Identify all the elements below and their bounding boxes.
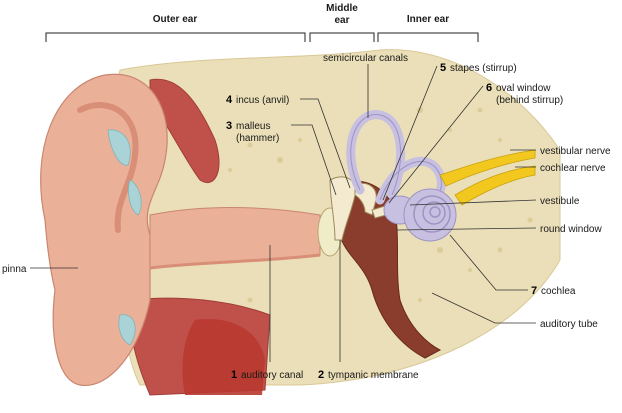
label-pinna: pinna [2,264,27,275]
leader-round-window [396,227,537,231]
canal-lining [149,253,321,270]
cochlear-nerve-shape [454,165,536,206]
temporal-muscle [149,78,220,183]
label-semicircular-canals: semicircular canals [323,53,408,64]
label-stapes-number: 5 [440,62,446,74]
pinna-inner-fold [77,102,139,233]
label-auditory-canal: auditory canal [241,370,303,381]
label-tympanic-membrane-number: 2 [318,369,324,381]
inner-ear-heading: Inner ear [407,14,449,25]
leader-stapes [382,65,438,201]
leader-cochlea [449,234,528,291]
outer-ear-heading: Outer ear [153,14,198,25]
label-oval-window-line1: oval window [496,83,551,94]
cochlea-shape [403,188,457,242]
label-cochlea-number: 7 [531,285,537,297]
label-malleus-number: 3 [226,120,232,132]
label-auditory-canal-number: 1 [231,369,237,381]
malleus-shape [329,176,356,241]
middle-ear-heading-line2: ear [334,15,349,26]
middle-ear-bracket [309,32,375,42]
label-malleus-line2: (hammer) [236,133,279,144]
parotid-tissue [182,319,265,395]
label-vestibular-nerve: vestibular nerve [540,146,611,157]
label-malleus-line1: malleus [236,121,270,132]
vestibular-nerve-shape [439,149,536,187]
label-cochlear-nerve: cochlear nerve [540,163,606,174]
label-cochlea: cochlea [541,286,576,297]
leader-malleus [291,124,337,196]
leader-auditory-tube [431,292,536,324]
label-tympanic-membrane: tympanic membrane [328,370,419,381]
label-auditory-tube: auditory tube [540,319,598,330]
label-oval-window-number: 6 [486,82,492,94]
middle-ear-heading-line1: Middle [326,3,358,14]
cartilage [107,129,142,346]
leader-vestibule [409,199,537,206]
label-vestibule: vestibule [540,196,580,207]
label-round-window: round window [540,224,602,235]
leader-incus [300,98,351,189]
label-incus: incus (anvil) [236,95,289,106]
outer-ear-bracket [45,32,306,42]
label-oval-window-line2: (behind stirrup) [496,95,563,106]
inner-ear-bracket [377,32,479,42]
leader-oval-window [388,85,484,204]
label-stapes: stapes (stirrup) [450,63,517,74]
label-incus-number: 4 [226,94,233,106]
